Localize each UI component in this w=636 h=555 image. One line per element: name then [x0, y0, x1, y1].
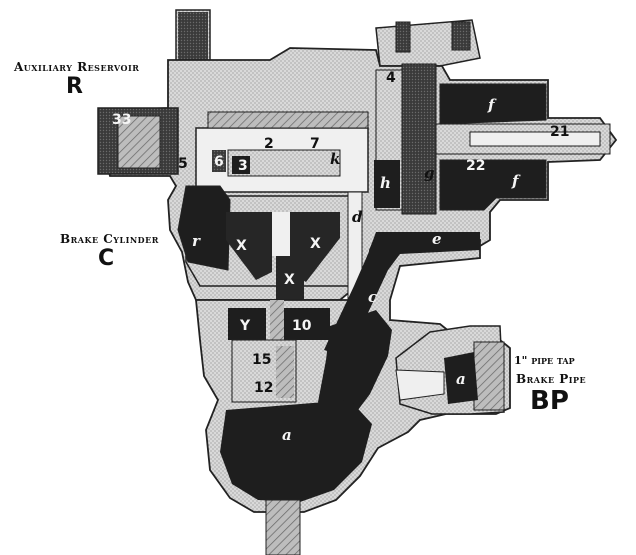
brake-pipe-caption: Brake Pipe — [516, 372, 587, 386]
label-y: Y — [239, 318, 251, 334]
label-3: 3 — [238, 158, 248, 174]
piston-plate — [401, 63, 437, 215]
bottom-pipe — [265, 499, 301, 555]
center-gap — [272, 212, 290, 256]
check-valve-spring — [276, 346, 294, 398]
label-33: 33 — [112, 112, 131, 128]
pipe-tap-caption: 1" pipe tap — [514, 354, 575, 367]
label-2: 2 — [264, 136, 274, 152]
piston-x-left — [226, 212, 272, 280]
label-x-center: X — [284, 272, 295, 288]
chamber-h — [374, 160, 400, 208]
aux-reservoir-letter: R — [66, 74, 83, 99]
label-k: k — [330, 150, 340, 168]
label-x-right: X — [310, 236, 321, 252]
chamber-y — [228, 308, 266, 340]
label-22: 22 — [466, 158, 485, 174]
chamber-r — [177, 185, 231, 271]
chamber-f-bottom — [439, 159, 547, 211]
label-a-bottom: a — [282, 426, 292, 444]
piston-rod-core — [469, 131, 601, 147]
brake-cylinder-caption: Brake Cylinder — [60, 232, 159, 246]
label-f-top: f — [487, 96, 497, 114]
label-12: 12 — [254, 380, 273, 396]
label-6: 6 — [214, 154, 224, 170]
chamber-f-top — [439, 83, 547, 125]
label-4: 4 — [386, 70, 396, 86]
check-valve-stem — [270, 300, 284, 346]
chamber-a-bottom — [220, 400, 372, 502]
label-a-right: a — [456, 370, 466, 388]
aux-reservoir-caption: Auxiliary Reservoir — [14, 60, 140, 74]
passage-a-link — [395, 369, 445, 401]
label-e: e — [432, 230, 442, 248]
brake-cylinder-letter: C — [98, 246, 115, 271]
label-g: g — [424, 164, 435, 182]
label-10: 10 — [292, 318, 312, 334]
fitting-33-threads — [117, 115, 161, 169]
chamber-a-right — [444, 352, 478, 404]
label-f-bottom: f — [511, 172, 521, 190]
brake-pipe-letter: BP — [530, 386, 569, 416]
label-x-left: X — [236, 238, 247, 254]
label-c: c — [368, 288, 377, 306]
label-15: 15 — [252, 352, 271, 368]
top-stem-cap — [178, 12, 208, 64]
slide-valve-spring — [207, 111, 369, 129]
chamber-10 — [284, 308, 330, 340]
label-d: d — [352, 208, 363, 226]
label-r: r — [192, 232, 201, 250]
label-7: 7 — [310, 136, 320, 152]
port-3 — [232, 156, 250, 174]
top-bolt-2 — [451, 21, 471, 51]
port-6 — [212, 150, 226, 172]
label-h: h — [380, 174, 391, 192]
brake-pipe-nut — [473, 341, 505, 411]
top-bolt-1 — [395, 21, 411, 53]
label-5: 5 — [178, 156, 188, 172]
passage-c — [318, 310, 392, 430]
piston-x-center — [276, 256, 304, 300]
label-21: 21 — [550, 124, 569, 140]
